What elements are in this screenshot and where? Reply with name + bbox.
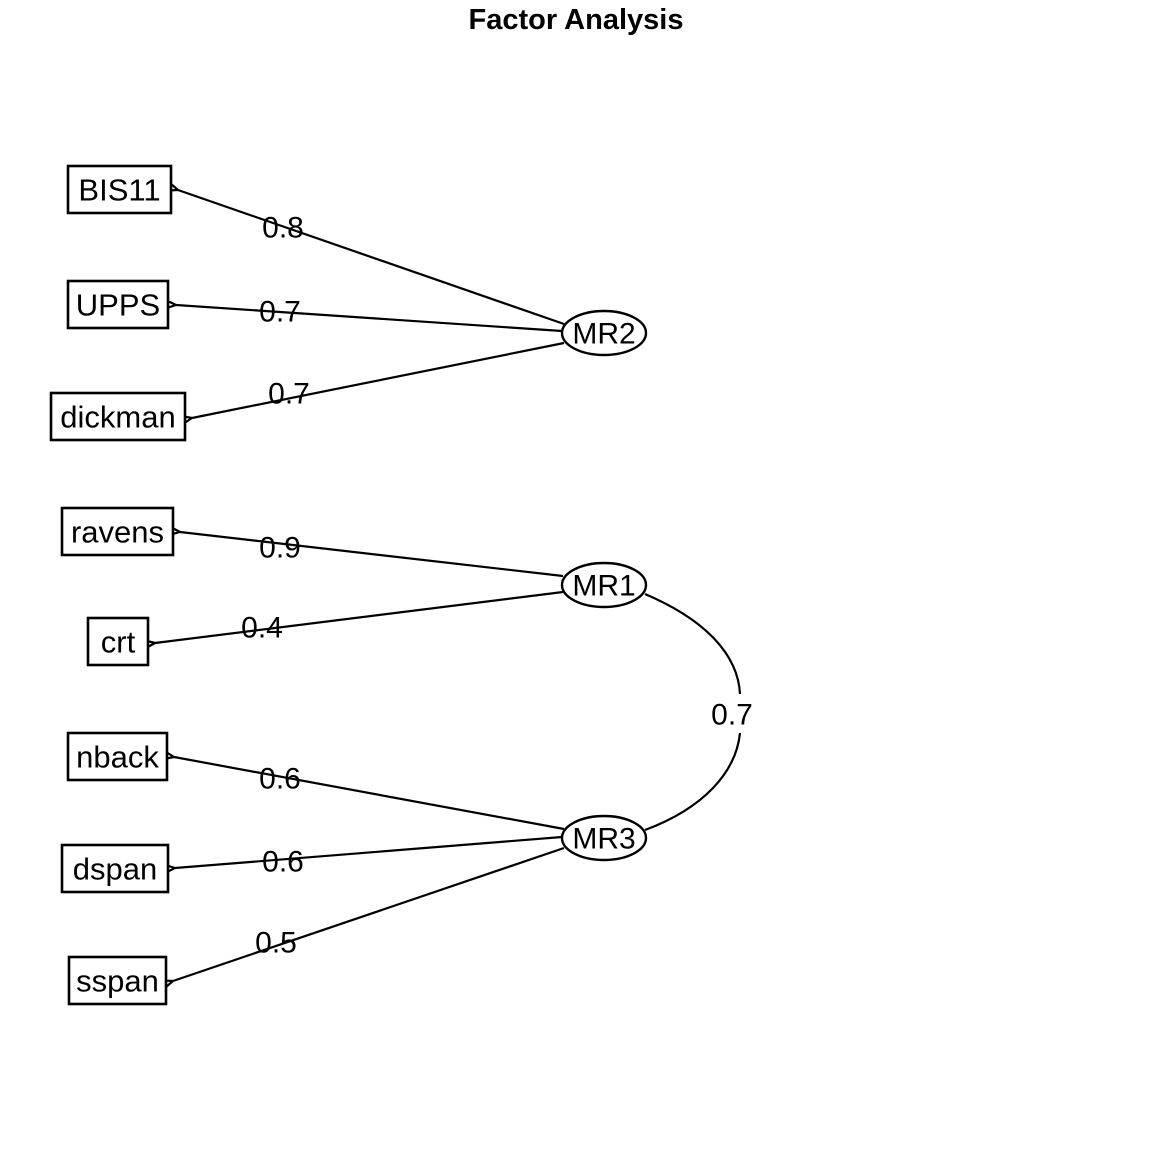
loading-edge-mr3-nback — [174, 757, 565, 831]
observed-node-ravens[interactable]: ravens — [60, 506, 175, 557]
observed-node-label: BIS11 — [78, 173, 160, 208]
observed-node-bis11[interactable]: BIS11 — [66, 164, 173, 215]
observed-node-upps[interactable]: UPPS — [66, 279, 170, 330]
svg-text:0.9: 0.9 — [259, 532, 301, 565]
loading-edge-mr3-dspan — [175, 835, 563, 868]
loading-edge-mr2-upps — [176, 305, 563, 333]
loading-edge-mr2-bis11 — [178, 190, 565, 326]
observed-node-crt[interactable]: crt — [86, 616, 150, 667]
svg-text:0.6: 0.6 — [259, 763, 301, 796]
latent-node-label: MR3 — [572, 823, 635, 856]
loading-label-mr3-dspan: 0.6 — [262, 846, 304, 879]
loading-label-mr2-dickman: 0.7 — [268, 378, 310, 411]
loading-label-mr3-sspan: 0.5 — [255, 927, 297, 960]
observed-node-label: dickman — [60, 400, 175, 435]
page-title: Factor Analysis — [468, 4, 684, 36]
svg-text:0.8: 0.8 — [262, 212, 304, 245]
loading-edge-mr1-crt — [155, 590, 564, 643]
observed-node-label: UPPS — [76, 288, 160, 323]
observed-node-label: ravens — [71, 515, 164, 550]
svg-text:0.5: 0.5 — [255, 927, 297, 960]
observed-node-label: nback — [76, 740, 159, 775]
loading-label-mr1-ravens: 0.9 — [259, 532, 301, 565]
loading-label-mr1-crt: 0.4 — [241, 612, 283, 645]
loading-edge-mr1-ravens — [180, 532, 564, 578]
latent-node-label: MR2 — [572, 318, 635, 351]
svg-text:0.4: 0.4 — [241, 612, 283, 645]
latent-node-mr2[interactable]: MR2 — [560, 309, 648, 357]
observed-node-dickman[interactable]: dickman — [49, 391, 187, 442]
observed-node-nback[interactable]: nback — [66, 731, 169, 782]
observed-node-label: dspan — [73, 852, 157, 887]
correlation-edge-mr1-mr3 — [644, 592, 742, 832]
latent-node-mr1[interactable]: MR1 — [560, 561, 648, 609]
svg-text:0.7: 0.7 — [268, 378, 310, 411]
latent-node-mr3[interactable]: MR3 — [560, 814, 648, 862]
svg-text:0.7: 0.7 — [259, 296, 301, 329]
latent-node-label: MR1 — [572, 570, 635, 603]
observed-node-dspan[interactable]: dspan — [60, 843, 170, 894]
svg-text:0.7: 0.7 — [711, 699, 753, 732]
loading-edge-mr3-sspan — [173, 846, 565, 981]
loading-label-mr2-upps: 0.7 — [259, 296, 301, 329]
observed-node-label: sspan — [76, 964, 159, 999]
loading-edge-mr2-dickman — [192, 341, 565, 418]
correlation-label-mr1-mr3: 0.7 — [711, 699, 753, 732]
observed-node-sspan[interactable]: sspan — [67, 955, 168, 1006]
loading-label-mr3-nback: 0.6 — [259, 763, 301, 796]
svg-text:0.6: 0.6 — [262, 846, 304, 879]
loading-label-mr2-bis11: 0.8 — [262, 212, 304, 245]
observed-node-label: crt — [101, 625, 136, 660]
